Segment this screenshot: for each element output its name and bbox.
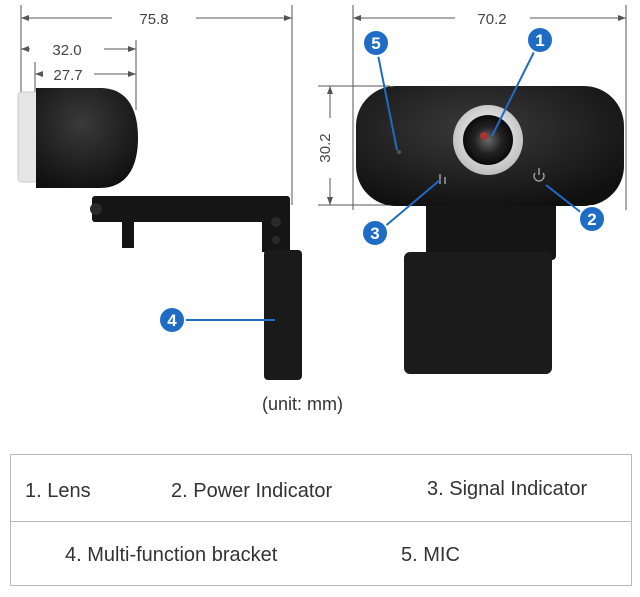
webcam-front-view — [356, 86, 624, 374]
signal-indicator-icon — [439, 174, 446, 184]
dim-total-depth: 75.8 — [139, 11, 168, 28]
legend-item-multi-function-bracket: 4. Multi-function bracket — [65, 544, 278, 566]
mic-hole — [397, 150, 401, 154]
callout-1-label: 1 — [535, 31, 544, 50]
dim-height: 30.2 — [317, 133, 334, 162]
lens — [463, 115, 513, 165]
legend-item-signal-indicator: 3. Signal Indicator — [427, 478, 588, 500]
callout-2: 2 — [578, 205, 606, 233]
webcam-side-view — [17, 88, 302, 380]
callout-4-label: 4 — [167, 311, 177, 330]
dim-bracket-depth: 32.0 — [52, 42, 81, 59]
side-dimension-arrows — [21, 15, 292, 77]
legend-table: 1. Lens 2. Power Indicator 3. Signal Ind… — [10, 454, 632, 586]
power-indicator-icon — [533, 168, 545, 182]
callout-5: 5 — [362, 29, 390, 57]
legend-item-power-indicator: 2. Power Indicator — [171, 480, 333, 502]
legend-item-mic: 5. MIC — [401, 544, 460, 566]
legend-divider — [11, 521, 631, 522]
legend-item-lens: 1. Lens — [25, 480, 91, 502]
callout-3-label: 3 — [370, 224, 379, 243]
dim-width: 70.2 — [477, 11, 506, 28]
webcam-dimension-diagram: 75.8 32.0 27.7 70.2 30.2 — [17, 5, 627, 380]
callout-leaders — [184, 39, 584, 321]
callout-4: 4 — [158, 306, 186, 334]
dim-lens-depth: 27.7 — [53, 67, 82, 84]
callout-2-label: 2 — [587, 210, 596, 229]
callout-5-label: 5 — [371, 34, 380, 53]
callout-1: 1 — [526, 26, 554, 54]
callout-3: 3 — [361, 219, 389, 247]
unit-note: (unit: mm) — [262, 394, 343, 414]
front-dimension-arrows — [327, 15, 626, 205]
